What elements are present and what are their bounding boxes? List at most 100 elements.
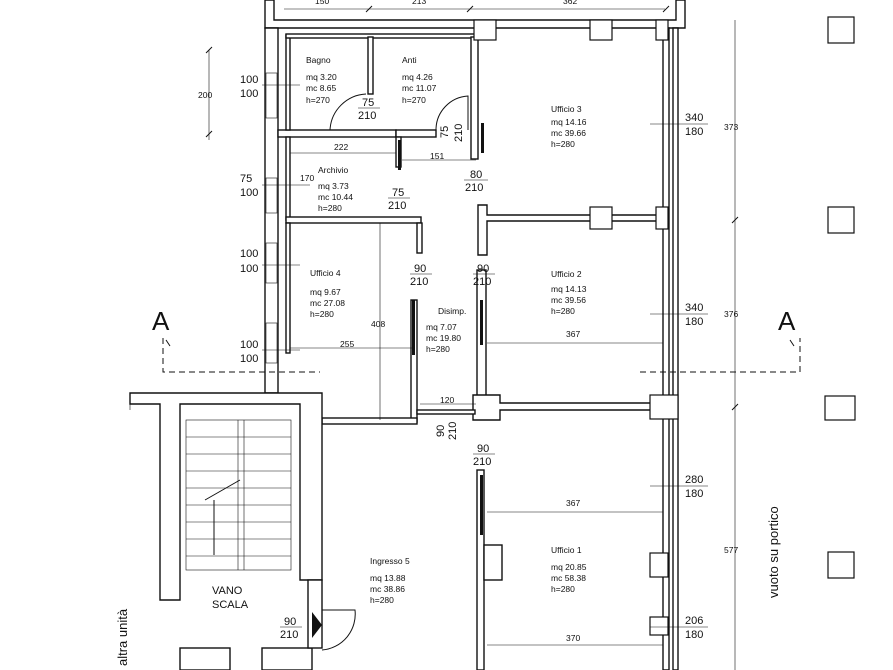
door-swing-bagno [329,93,367,131]
svg-text:mq 20.85: mq 20.85 [551,562,587,572]
wall-archivio-bottom [285,216,422,224]
portico-column-4 [827,551,855,579]
svg-text:Ufficio 1: Ufficio 1 [551,545,582,555]
wall-bottom-1 [179,647,231,670]
opening-door-archivio: 75 210 [388,187,410,212]
svg-text:100: 100 [240,248,258,260]
svg-text:210: 210 [388,200,406,212]
opening-left-archivio: 75 100 [240,173,258,199]
svg-text:Archivio: Archivio [318,165,349,175]
opening-door-bagno: 75 210 [358,97,380,122]
opening-left-u4b: 100 100 [240,339,258,365]
svg-text:mc 10.44: mc 10.44 [318,192,353,202]
svg-text:h=280: h=280 [370,595,394,605]
svg-text:Ufficio 2: Ufficio 2 [551,269,582,279]
room-ufficio1: Ufficio 1 mq 20.85 mc 58.38 h=280 [551,545,587,594]
room-bagno: Bagno mq 3.20 mc 8.65 h=270 [306,55,337,105]
wall-bagno-bottom [277,129,397,138]
svg-text:h=270: h=270 [306,95,330,105]
svg-text:367: 367 [566,498,580,508]
wall-bottom-2 [261,647,313,670]
window-left-2 [265,177,278,214]
wall-right-outer [672,27,679,670]
wall-top [264,0,686,29]
svg-text:373: 373 [724,122,738,132]
opening-left-u4: 100 100 [240,248,258,275]
svg-text:mc 19.80: mc 19.80 [426,333,461,343]
wall-bagno-left [285,34,291,131]
svg-text:100: 100 [240,263,258,275]
svg-text:210: 210 [453,124,465,142]
svg-text:370: 370 [566,633,580,643]
stair-label-2: SCALA [212,599,249,611]
column-8 [649,616,669,636]
room-archivio: Archivio mq 3.73 mc 10.44 h=280 [318,165,353,213]
svg-text:mc 39.56: mc 39.56 [551,295,586,305]
svg-text:151: 151 [430,151,444,161]
opening-window-u3: 340 180 [685,112,703,138]
other-unit-label: altra unità [115,608,130,666]
svg-text:90: 90 [414,263,426,275]
svg-text:Ufficio 4: Ufficio 4 [310,268,341,278]
wall-u2-u1 [472,394,664,421]
svg-text:200: 200 [198,90,212,100]
portico-column-1 [827,16,855,44]
room-ufficio4: Ufficio 4 mq 9.67 mc 27.08 h=280 [310,268,345,319]
svg-text:170: 170 [300,173,314,183]
wall-bagno-anti [367,36,374,95]
wall-u4-left [285,222,291,354]
svg-text:h=280: h=280 [551,584,575,594]
svg-text:mc 58.38: mc 58.38 [551,573,586,583]
opening-door-u1: 90 210 [473,443,495,468]
svg-text:80: 80 [470,169,482,181]
dimension-texts: 150 213 362 200 222 151 170 408 255 120 … [198,0,738,643]
wall-ingresso-left [307,579,323,649]
svg-text:367: 367 [566,329,580,339]
column-6 [649,394,679,420]
svg-text:210: 210 [473,276,491,288]
svg-text:280: 280 [685,474,703,486]
door-swing-ingresso [321,609,356,651]
svg-text:Disimp.: Disimp. [438,306,466,316]
svg-text:mq 3.73: mq 3.73 [318,181,349,191]
svg-text:210: 210 [447,422,459,440]
room-anti: Anti mq 4.26 mc 11.07 h=270 [402,55,437,105]
door-leaf-u4 [412,300,415,355]
wall-u1-pier [483,544,503,581]
svg-text:90: 90 [284,616,296,628]
portico-column-2 [827,206,855,234]
wall-u4-bottom [321,417,418,425]
wall-bagno-top [285,33,477,39]
column-4 [589,206,613,230]
svg-text:mc 39.66: mc 39.66 [551,128,586,138]
portico-label: vuoto su portico [766,506,781,598]
svg-text:mq 14.16: mq 14.16 [551,117,587,127]
svg-text:mq 14.13: mq 14.13 [551,284,587,294]
svg-text:362: 362 [563,0,577,6]
stair-steps [185,419,292,571]
svg-text:mc 27.08: mc 27.08 [310,298,345,308]
svg-text:100: 100 [240,187,258,199]
window-left-1 [265,72,278,119]
svg-text:180: 180 [685,488,703,500]
svg-text:h=280: h=280 [318,203,342,213]
column-2 [589,19,613,41]
wall-anti-right [470,36,479,160]
door-leaf-u2 [480,300,483,345]
section-label-right: A [778,306,796,336]
svg-text:340: 340 [685,112,703,124]
svg-text:180: 180 [685,316,703,328]
wall-disimp-bottom [416,409,476,415]
wall-archivio-left [285,136,291,221]
door-leaf-u1 [480,475,483,535]
svg-text:376: 376 [724,309,738,319]
svg-text:90: 90 [477,443,489,455]
stair-label-1: VANO [212,585,243,597]
room-disimp: Disimp. mq 7.07 mc 19.80 h=280 [426,306,466,354]
svg-text:75: 75 [392,187,404,199]
svg-text:100: 100 [240,353,258,365]
svg-text:180: 180 [685,629,703,641]
section-line [162,338,801,373]
dimension-lines [205,5,739,670]
svg-text:213: 213 [412,0,426,6]
